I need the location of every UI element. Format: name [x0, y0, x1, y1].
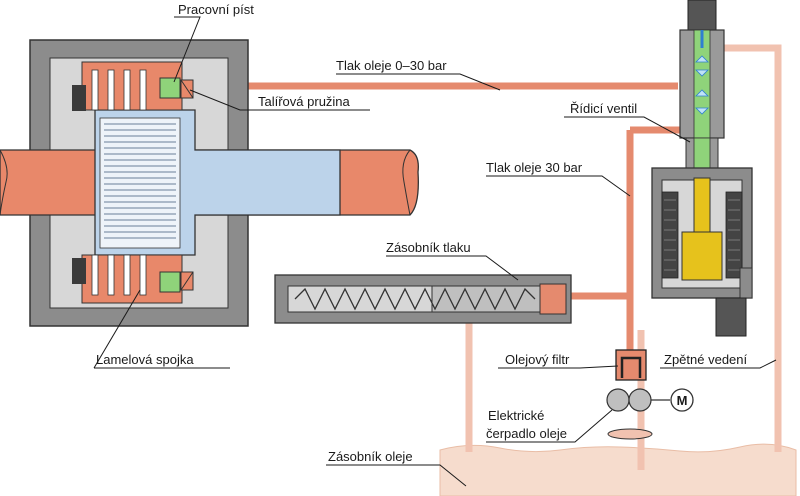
lamella-clutch	[0, 39, 419, 327]
label-talirova-pruzina: Talířová pružina	[258, 94, 351, 109]
oil-filter	[615, 349, 647, 381]
motor-label: M	[677, 393, 688, 408]
label-lamelova-spojka: Lamelová spojka	[96, 352, 194, 367]
label-cerpadlo-oleje: čerpadlo oleje	[486, 426, 567, 441]
label-olejovy-filtr: Olejový filtr	[505, 352, 570, 367]
label-elektricke: Elektrické	[488, 408, 544, 423]
suction-strainer	[607, 428, 653, 440]
pressure-lines	[190, 82, 686, 350]
label-tlak-oleje-0-30: Tlak oleje 0–30 bar	[336, 58, 447, 73]
label-tlak-oleje-30: Tlak oleje 30 bar	[486, 160, 583, 175]
motor-symbol	[670, 388, 694, 412]
electric-pump: M	[606, 388, 694, 440]
label-zpetne-vedeni: Zpětné vedení	[664, 352, 748, 367]
oil-reservoir	[439, 443, 797, 496]
leader-lines	[93, 16, 777, 487]
label-ridici-ventil: Řídicí ventil	[570, 101, 637, 116]
pressure-accumulator	[274, 274, 572, 324]
control-valve	[651, 0, 753, 337]
label-zasobnik-oleje: Zásobník oleje	[328, 449, 413, 464]
label-zasobnik-tlaku: Zásobník tlaku	[386, 240, 471, 255]
label-pracovni-pist: Pracovní píst	[178, 2, 254, 17]
